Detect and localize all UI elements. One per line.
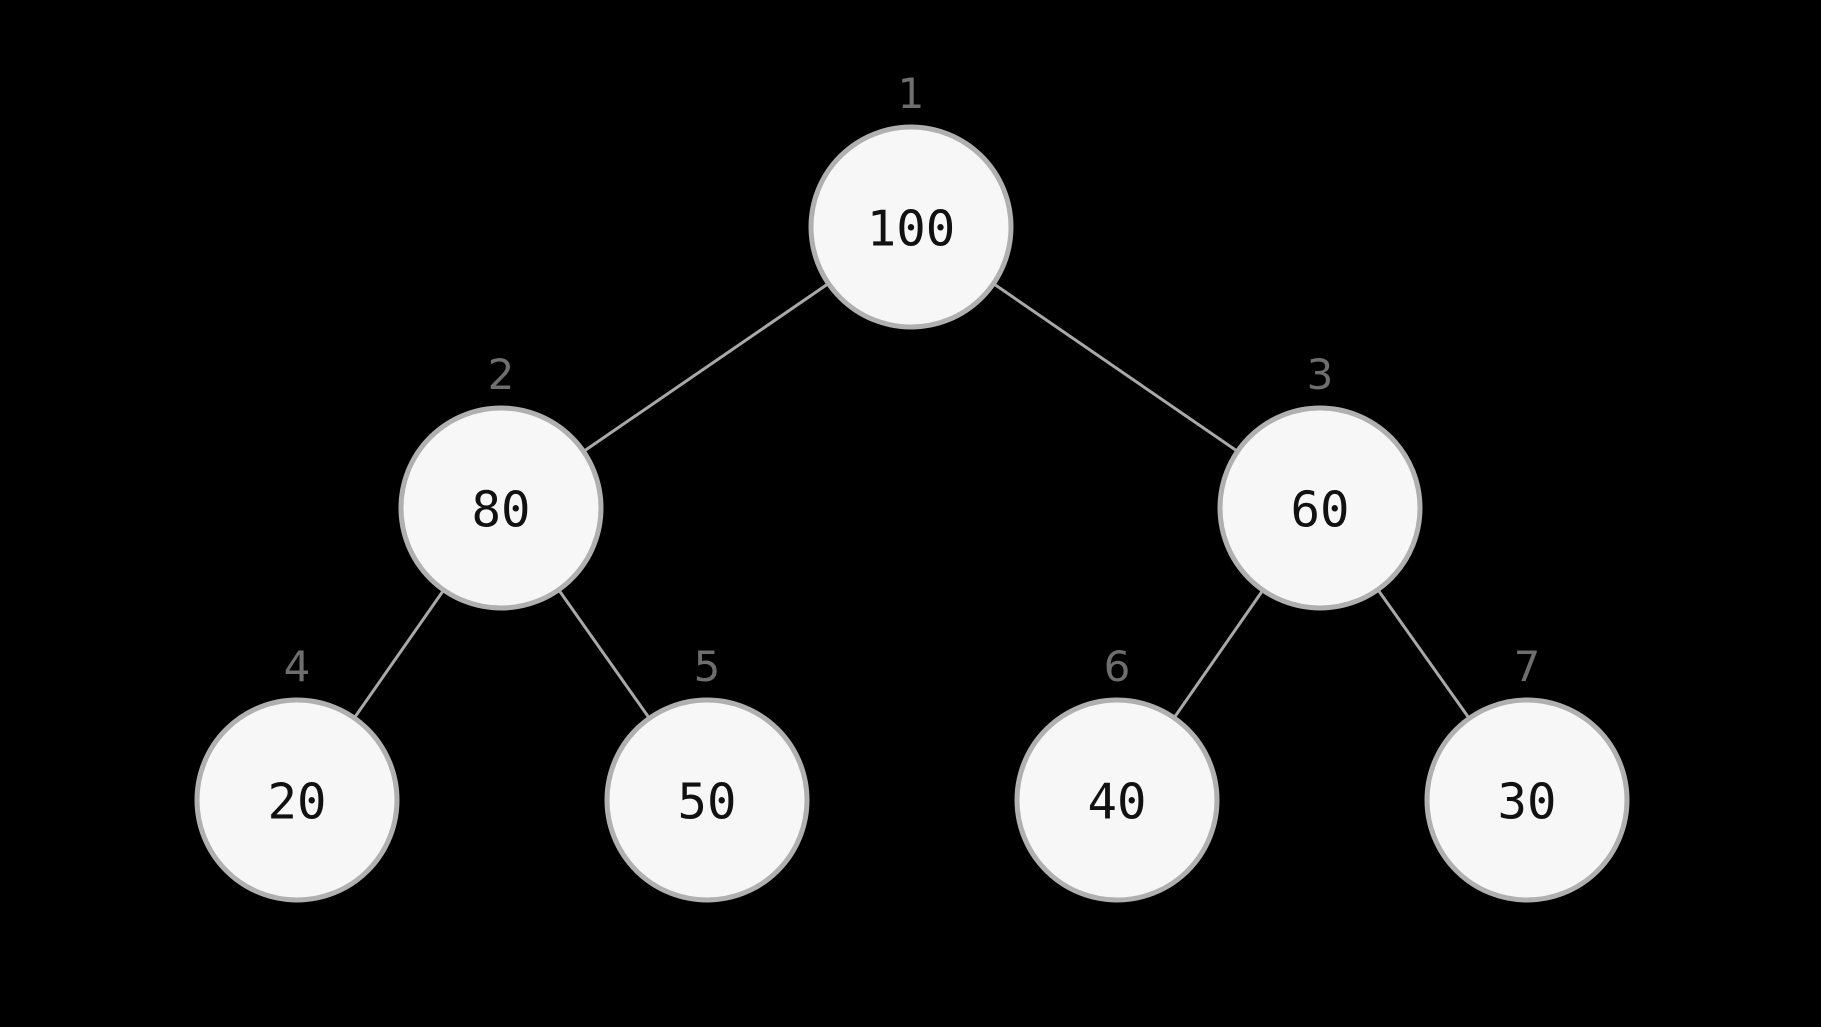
node-index-label-1: 1 <box>898 69 925 118</box>
node-value-1: 100 <box>867 201 956 258</box>
node-circle-5[interactable] <box>604 697 810 903</box>
tree-node-1[interactable]: 100 1 <box>808 69 1014 330</box>
node-value-5: 50 <box>677 774 736 831</box>
tree-node-2[interactable]: 80 2 <box>398 350 604 611</box>
tree-edge-1-2 <box>581 282 831 453</box>
node-value-2: 80 <box>471 482 530 539</box>
node-circle-3[interactable] <box>1217 405 1423 611</box>
node-value-4: 20 <box>267 774 326 831</box>
tree-edge-3-7 <box>1376 588 1471 720</box>
nodes-layer: 100 1 80 2 60 3 20 4 50 5 40 6 30 7 <box>194 69 1630 903</box>
tree-node-7[interactable]: 30 7 <box>1424 642 1630 903</box>
tree-edge-2-5 <box>557 588 651 720</box>
tree-edge-2-4 <box>352 588 446 720</box>
edges-layer <box>352 282 1471 720</box>
node-index-label-7: 7 <box>1514 642 1541 691</box>
node-index-label-6: 6 <box>1104 642 1131 691</box>
node-circle-2[interactable] <box>398 405 604 611</box>
tree-node-4[interactable]: 20 4 <box>194 642 400 903</box>
tree-node-6[interactable]: 40 6 <box>1014 642 1220 903</box>
node-circle-7[interactable] <box>1424 697 1630 903</box>
node-value-3: 60 <box>1290 482 1349 539</box>
tree-node-5[interactable]: 50 5 <box>604 642 810 903</box>
tree-edge-3-6 <box>1172 588 1265 720</box>
node-index-label-4: 4 <box>284 642 311 691</box>
node-index-label-3: 3 <box>1307 350 1334 399</box>
node-circle-6[interactable] <box>1014 697 1220 903</box>
node-index-label-2: 2 <box>488 350 515 399</box>
node-circle-1[interactable] <box>808 124 1014 330</box>
tree-node-3[interactable]: 60 3 <box>1217 350 1423 611</box>
node-value-7: 30 <box>1497 774 1556 831</box>
node-value-6: 40 <box>1087 774 1146 831</box>
node-index-label-5: 5 <box>694 642 721 691</box>
tree-edge-1-3 <box>991 282 1240 453</box>
node-circle-4[interactable] <box>194 697 400 903</box>
